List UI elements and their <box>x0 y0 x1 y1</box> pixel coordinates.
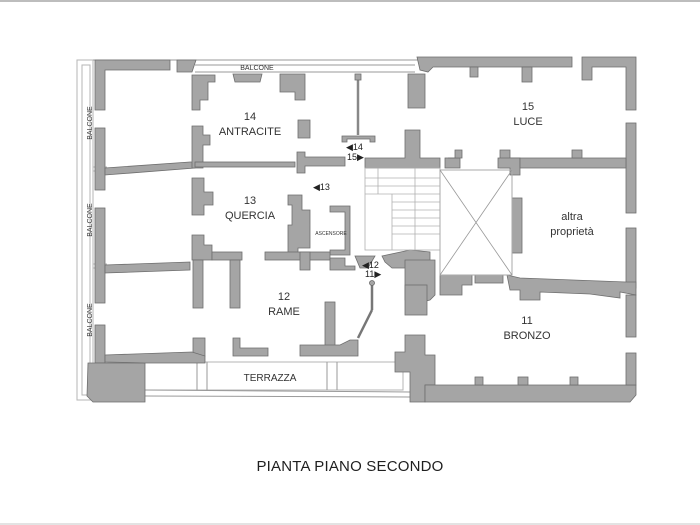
elevator-label: ASCENSORE <box>315 231 347 237</box>
room-12-name: RAME <box>268 306 300 318</box>
plan-title: PIANTA PIANO SECONDO <box>256 458 444 475</box>
room-11-number: 11 <box>521 315 532 327</box>
room-11-name: BRONZO <box>503 330 551 342</box>
stairwell-void <box>439 169 513 276</box>
balcony-top-label: BALCONE <box>240 65 274 72</box>
door-marker-14: ◀14 <box>346 142 363 152</box>
door-markers: ◀14 15▶ ◀13 ◀12 11▶ <box>313 142 381 279</box>
door-marker-15: 15▶ <box>347 152 364 162</box>
other-property-line2: proprietà <box>550 226 594 238</box>
walls <box>86 56 637 403</box>
other-property-line1: altra <box>561 211 583 223</box>
staircase <box>364 167 441 251</box>
top-border-line <box>0 0 700 2</box>
room-labels: 14 ANTRACITE 15 LUCE 13 QUERCIA 12 RAME … <box>87 65 595 384</box>
bottom-border-line <box>0 523 700 525</box>
room-15-number: 15 <box>522 101 534 113</box>
balcony-left-label-2: BALCONE <box>87 203 94 237</box>
room-14-number: 14 <box>244 111 256 123</box>
door-marker-12: ◀12 <box>362 260 379 270</box>
room-13-name: QUERCIA <box>225 210 276 222</box>
door-marker-11: 11▶ <box>365 269 381 279</box>
room-12-number: 12 <box>278 291 290 303</box>
door-marker-13: ◀13 <box>313 182 330 192</box>
room-14-name: ANTRACITE <box>219 126 281 138</box>
balcony-left-label-1: BALCONE <box>87 106 94 140</box>
terrace-label: TERRAZZA <box>244 373 297 384</box>
balcony-left-label-3: BALCONE <box>87 303 94 337</box>
room-13-number: 13 <box>244 195 256 207</box>
room-15-name: LUCE <box>513 116 542 128</box>
